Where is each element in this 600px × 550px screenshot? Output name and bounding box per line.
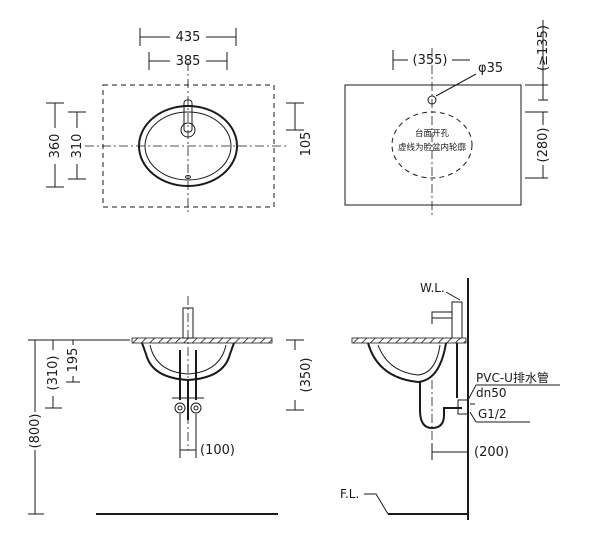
top-left-plan-view: 435 385 360 310 105 [46,28,314,212]
dim-total-height: (800) [28,414,43,449]
dim-rim-to-drain: (350) [299,358,314,393]
label-drain-pipe: PVC-U排水管 [476,370,549,385]
countertop-outline [344,84,522,206]
faucet-base-plan [180,122,196,138]
label-supply-thread: G1/2 [478,407,507,421]
cutout-note-line1: 台面开孔 [415,128,450,139]
dim-hole-diameter: φ35 [478,61,503,76]
dim-inner-width: 385 [176,54,201,69]
drain-plan [185,175,191,179]
label-drain-size: dn50 [476,386,507,400]
cutout-note-line2: 虚线为脸盆内轮廓 [398,142,467,153]
tap-hole [427,95,437,105]
dim-pipe-spacing: (100) [200,443,235,458]
basin-side-profile [367,342,447,384]
dim-tap-offset: 105 [299,132,314,157]
dim-min-edge: (≥135) [536,25,551,71]
dim-cutout-depth: (280) [536,128,551,163]
dim-outer-width: 435 [176,30,201,45]
countertop-hatch [131,337,273,344]
label-water-level: W.L. [420,281,445,295]
front-elevation-view: (800) (310) 195 (100) (350) [28,296,314,515]
label-floor-level: F.L. [340,487,359,501]
dim-inner-depth: 310 [70,134,85,159]
p-trap [419,382,462,430]
dim-wall-offset: (200) [474,445,509,460]
dim-hole-offset: (355) [413,53,448,68]
faucet-side [431,301,463,338]
side-elevation-view: W.L. PVC-U排水管 dn50 G1/2 (200) F.L. [340,278,560,520]
dim-bowl-depth: (310) [46,356,61,391]
dim-drain-height: 195 [66,348,81,373]
top-right-cutout-view: φ35 台面开孔 虚线为脸盆内轮廓 (355) (≥135) (280) [344,20,551,215]
countertop-hatch-side [351,337,467,344]
faucet-plan [183,99,193,133]
dim-outer-depth: 360 [48,134,63,159]
